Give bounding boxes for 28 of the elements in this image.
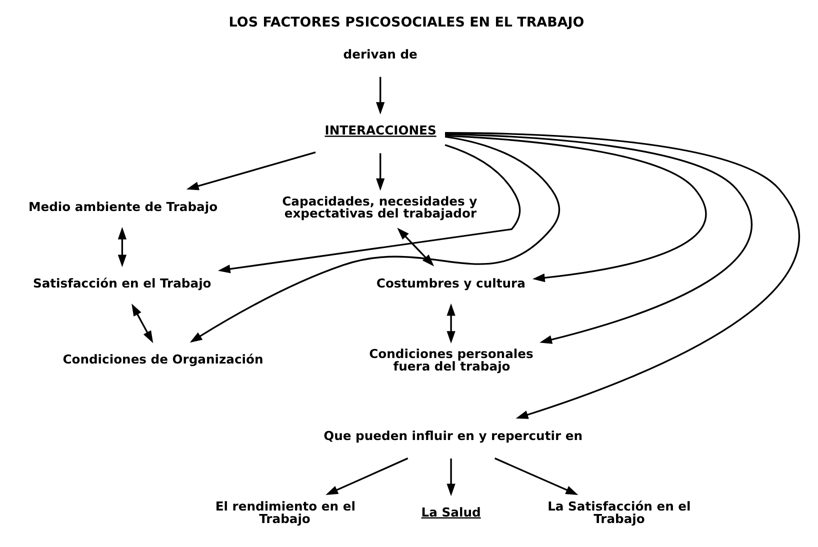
node-text: La Satisfacción en el Trabajo (547, 500, 690, 526)
arrow (131, 304, 153, 344)
arrow (396, 228, 434, 266)
arrow (117, 227, 126, 268)
arrow (446, 458, 455, 496)
node-text: Condiciones de Organización (62, 352, 263, 367)
arrow (494, 458, 578, 495)
node-text: Costumbres y cultura (376, 276, 525, 290)
node-text: Capacidades, necesidades y expectativas del trabajador (282, 194, 477, 221)
diagram-title: LOS FACTORES PSICOSOCIALES EN EL TRABAJO (228, 16, 584, 31)
arrow (376, 153, 384, 191)
arrow (444, 133, 752, 344)
arrow (444, 132, 800, 419)
arrow (186, 152, 316, 190)
node-text: INTERACCIONES (324, 124, 436, 138)
arrow (446, 303, 455, 344)
node-text: Que pueden influir en y repercutir en (323, 428, 582, 443)
node-text: El rendimiento en el Trabajo (214, 500, 355, 526)
arrow (325, 458, 408, 495)
node-text: Medio ambiente de Trabajo (28, 200, 218, 214)
arrow (189, 136, 560, 343)
arrow (444, 134, 706, 282)
node-text: Condiciones personales fuera del trabajo (368, 347, 533, 374)
arrow (376, 76, 384, 114)
node-text: Satisfacción en el Trabajo (32, 276, 211, 290)
arrow (217, 144, 520, 274)
node-text: La Salud (420, 505, 480, 520)
node-text: derivan de (342, 47, 417, 62)
